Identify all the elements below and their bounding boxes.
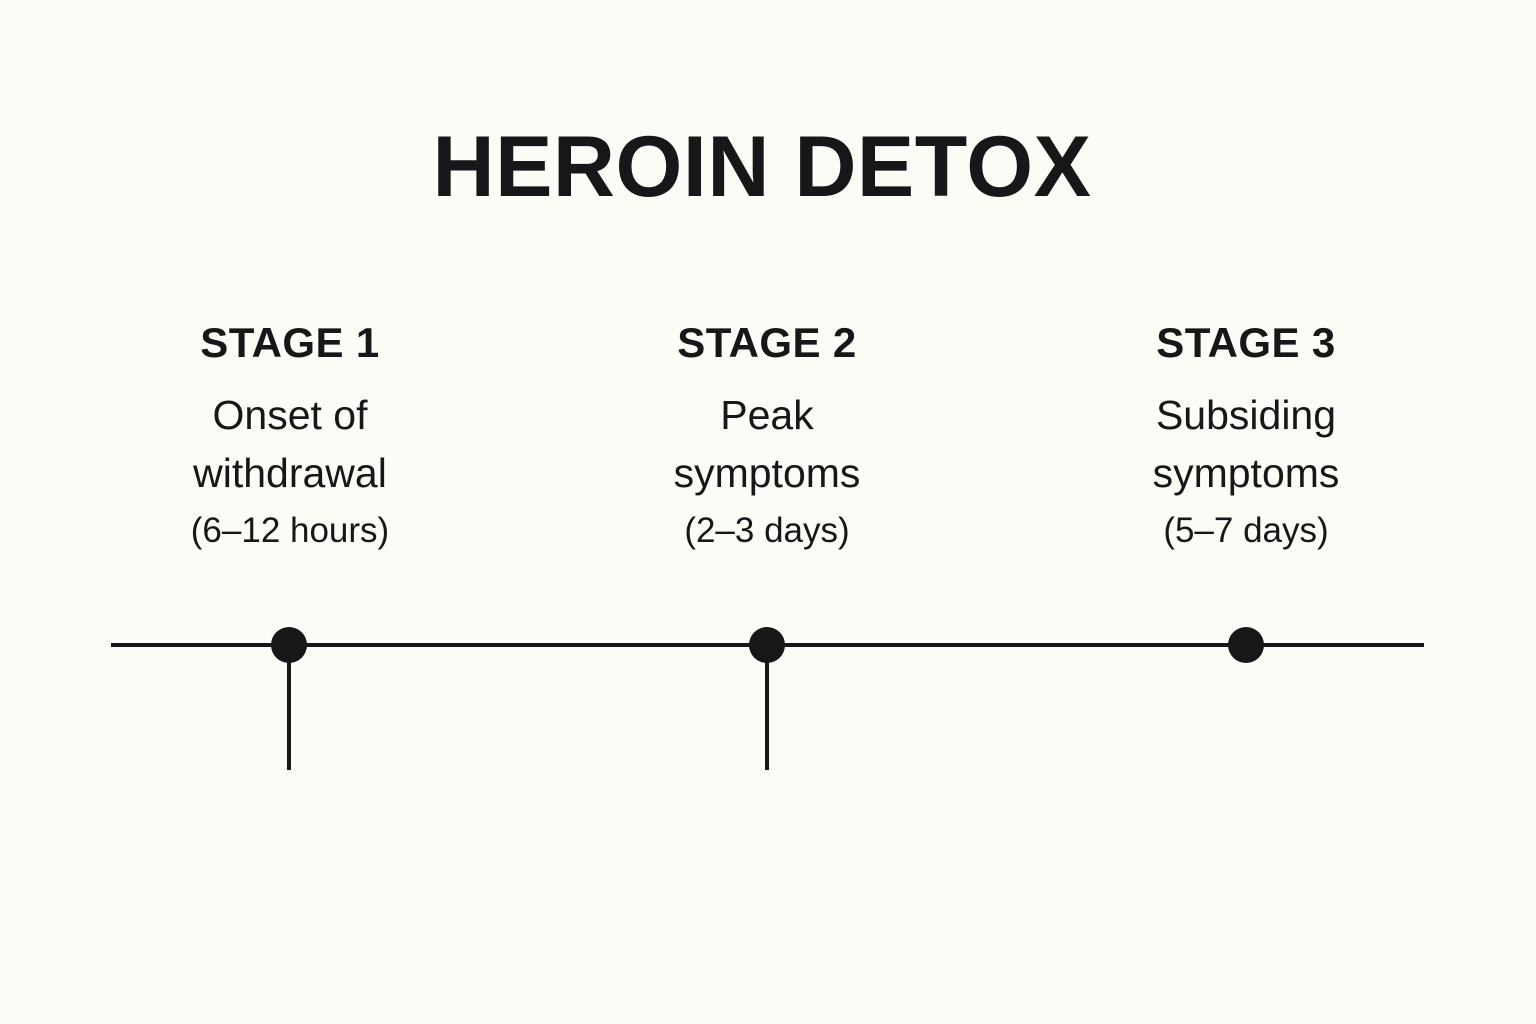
stage-3-marker-dot <box>1228 627 1264 663</box>
stage-2-duration: (2–3 days) <box>684 511 850 550</box>
stage-1-description-line-1: Onset of <box>212 392 368 438</box>
stage-1-description: Onset of withdrawal <box>100 386 480 502</box>
stage-3-description-line-2: symptoms <box>1152 450 1340 496</box>
stage-2-heading: STAGE 2 <box>677 319 857 366</box>
stage-1-description-line-2: withdrawal <box>193 450 387 496</box>
stage-3-description: Subsiding symptoms <box>1056 386 1436 502</box>
stage-1-marker-dot <box>271 627 307 663</box>
stage-1-heading: STAGE 1 <box>200 319 380 366</box>
stage-2-description-line-2: symptoms <box>673 450 861 496</box>
stage-2-tick-line <box>765 660 769 770</box>
stage-1-tick-line <box>287 660 291 770</box>
stage-3-description-line-1: Subsiding <box>1155 392 1337 438</box>
stage-block-3: STAGE 3 Subsiding symptoms (5–7 days) <box>1056 322 1436 551</box>
stage-2-marker-dot <box>749 627 785 663</box>
stage-2-description-line-1: Peak <box>720 392 814 438</box>
stage-3-duration: (5–7 days) <box>1163 511 1329 550</box>
page-title: HEROIN DETOX <box>432 119 1092 215</box>
stage-3-heading: STAGE 3 <box>1156 319 1336 366</box>
stage-1-duration: (6–12 hours) <box>190 511 390 550</box>
stage-block-2: STAGE 2 Peak symptoms (2–3 days) <box>577 322 957 551</box>
stage-2-description: Peak symptoms <box>577 386 957 502</box>
stage-block-1: STAGE 1 Onset of withdrawal (6–12 hours) <box>100 322 480 551</box>
